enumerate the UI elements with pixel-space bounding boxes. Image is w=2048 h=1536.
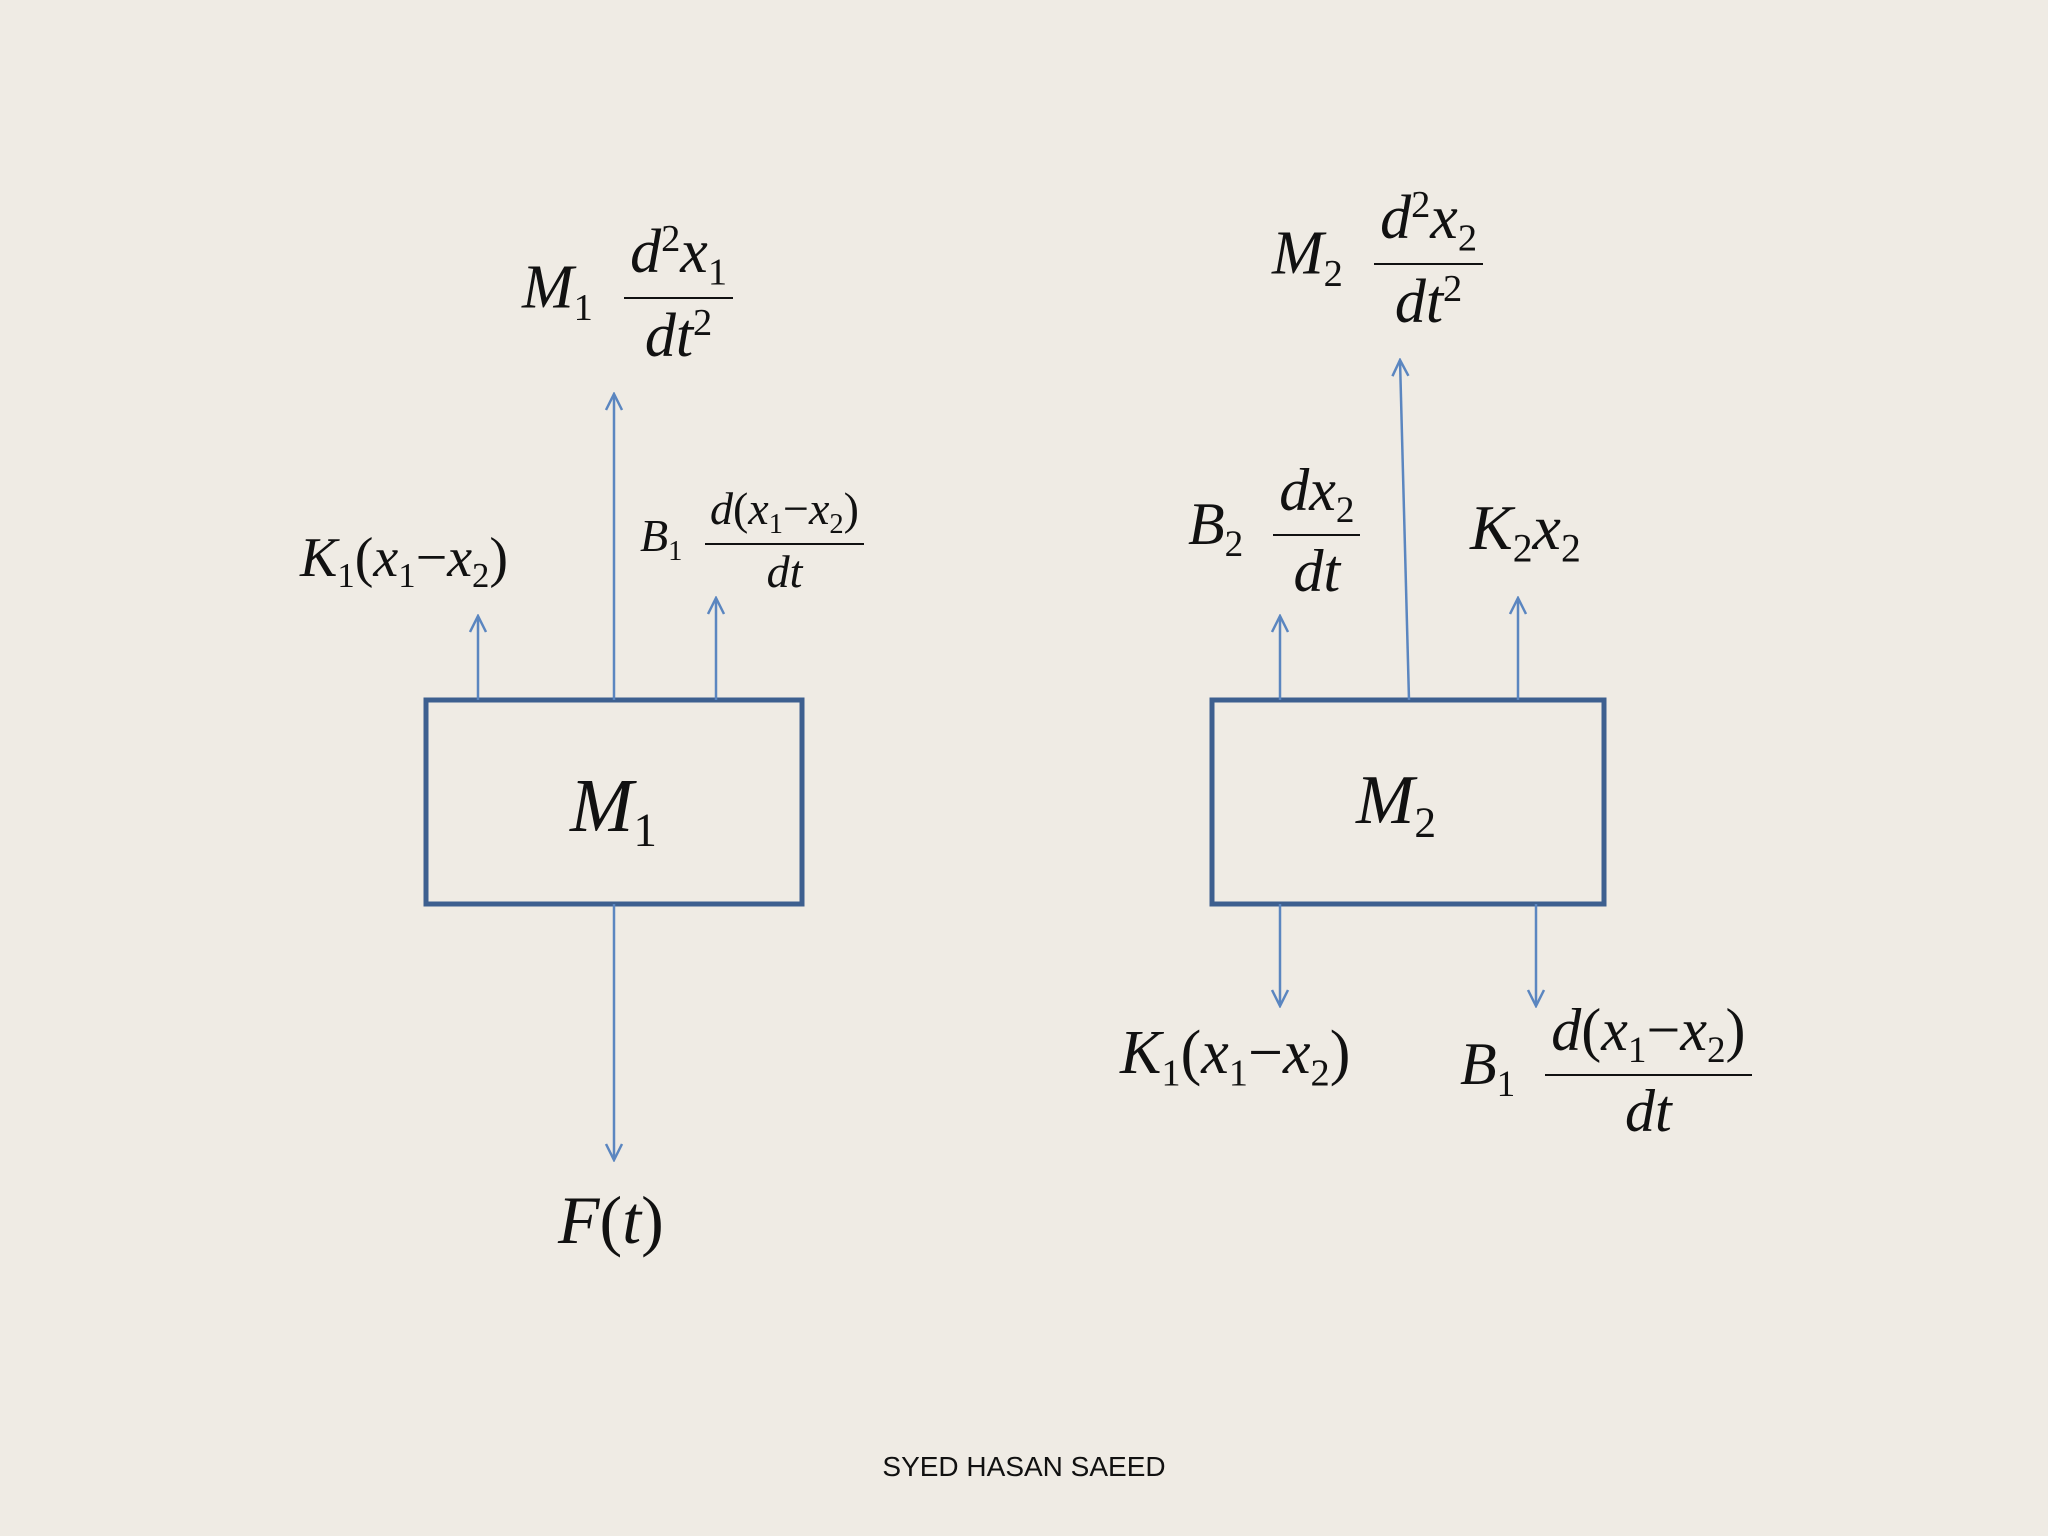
mass-label-m1: M1 xyxy=(570,768,657,855)
label-spring-k1-right: K1(x1−x2) xyxy=(1120,1019,1351,1095)
label-inertia-m1: M1 d2x1 dt2 xyxy=(522,220,734,367)
label-force-ft: F(t) xyxy=(558,1182,664,1258)
mass-label-m2: M2 xyxy=(1356,766,1436,845)
label-damper-b1-left: B1 d(x1−x2) dt xyxy=(640,486,864,595)
label-damper-b2: B2 dx2 dt xyxy=(1188,460,1361,601)
mass-subscript: 1 xyxy=(633,805,657,858)
author-footer: SYED HASAN SAEED xyxy=(882,1451,1166,1482)
label-spring-k1-left: K1(x1−x2) xyxy=(300,527,509,596)
mass-symbol: M xyxy=(570,764,634,848)
mass-box-m2 xyxy=(1209,697,1607,907)
label-inertia-m2: M2 d2x2 dt2 xyxy=(1272,186,1484,333)
label-damper-b1-right: B1 d(x1−x2) dt xyxy=(1460,1000,1752,1141)
arrow-inertia-m2 xyxy=(1400,360,1411,701)
label-spring-k2: K2x2 xyxy=(1470,492,1581,571)
mass-subscript: 2 xyxy=(1414,798,1437,847)
mass-symbol: M xyxy=(1356,762,1415,839)
mass-box-m1 xyxy=(423,697,805,907)
